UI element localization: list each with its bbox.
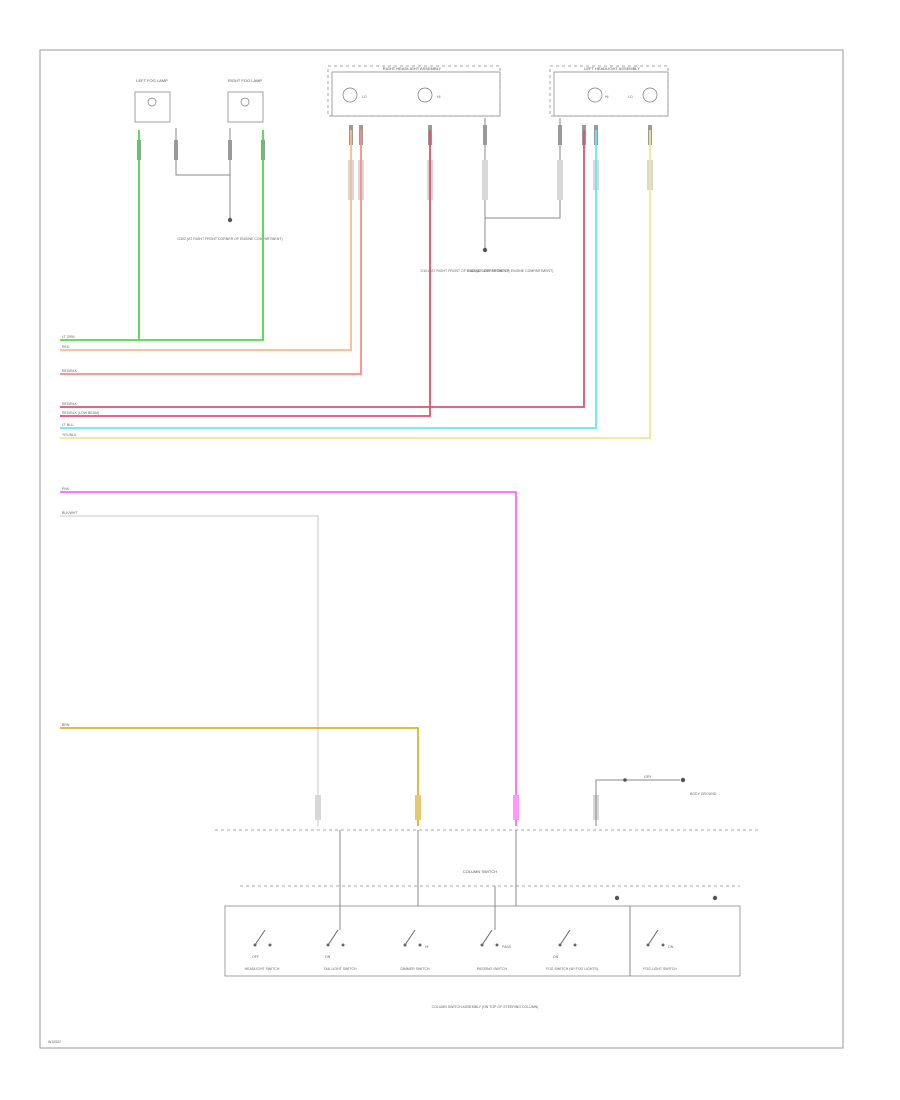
headlight-ground-wiring: G101 (AT RIGHT FRONT OF ENGINE COMPARTME… (420, 118, 561, 273)
switch-state-1: ON (325, 955, 331, 959)
headlight-ground-right-label: G102 (AT LEFT FRONT OF ENGINE COMPARTMEN… (467, 269, 554, 273)
wire-labels: LT GRN RED RED/BLK RED/BLK RED/BLK (LOW … (62, 335, 99, 727)
wire-label-8: BLK/WHT (62, 511, 78, 515)
switch-state-4: ON (553, 955, 559, 959)
wire-label-2: RED/BLK (62, 369, 78, 373)
body-ground-branch: GRY BODY GROUND (595, 775, 717, 826)
headlight-ground-left-label: G101 (AT RIGHT FRONT OF ENGINE COMPARTME… (420, 269, 509, 273)
switch-label-5: FOG LIGHT SWITCH (643, 967, 677, 971)
right-headlight-assembly: RIGHT HEADLIGHT ASSEMBLY LO HI (327, 65, 501, 117)
wire-red-blk (60, 130, 362, 375)
diagram-frame (39, 49, 844, 1049)
switch-fog-light: ON FOG LIGHT SWITCH (643, 929, 677, 971)
switch-state-2: HI (425, 945, 429, 949)
column-switch-label: COLUMN SWITCH (463, 869, 497, 874)
switch-tail-light: ON TAIL LIGHT SWITCH (324, 929, 357, 971)
fog-ground-label: G302 (AT RIGHT FRONT CORNER OF ENGINE CO… (177, 237, 282, 241)
wire-label-1: RED (62, 345, 70, 349)
right-fog-lamp-label: RIGHT FOG LAMP (228, 78, 262, 83)
switch-fog: ON FOG SWITCH (W/ FOG LIGHTS) (546, 929, 598, 971)
lh-hi-label: HI (605, 95, 609, 99)
gry-wire-label: GRY (644, 775, 652, 779)
switch-headlight: OFF HEADLIGHT SWITCH (245, 929, 280, 971)
switch-state-5: ON (668, 945, 674, 949)
wire-blk-wht (60, 515, 319, 826)
wire-red-blk-low-beam (60, 130, 431, 417)
wire-label-7: PNK (62, 487, 70, 491)
wire-yel-blu (60, 130, 651, 439)
right-fog-lamp: RIGHT FOG LAMP (227, 78, 264, 123)
wire-red (60, 130, 352, 351)
rh-hi-label: HI (437, 95, 441, 99)
lh-lo-label: LO (628, 95, 633, 99)
wire-label-3: RED/BLK (62, 402, 78, 406)
body-ground-label: BODY GROUND (690, 792, 717, 796)
switch-label-1: TAIL LIGHT SWITCH (324, 967, 357, 971)
switch-label-3: PASSING SWITCH (477, 967, 508, 971)
switch-label-4: FOG SWITCH (W/ FOG LIGHTS) (546, 967, 598, 971)
wire-pnk (60, 491, 517, 826)
switch-passing: PASS PASSING SWITCH (477, 929, 512, 971)
wire-lt-grn (60, 130, 264, 341)
wire-label-6: YEL/BLU (62, 433, 77, 437)
wire-label-0: LT GRN (62, 335, 75, 339)
fog-ground-point (227, 217, 233, 223)
left-headlight-assembly: LEFT HEADLIGHT ASSEMBLY HI LO (549, 65, 669, 117)
switch-assembly-label: COLUMN SWITCH ASSEMBLY (ON TOP OF STEERI… (432, 1005, 539, 1009)
diagram-id: W10002 (48, 1040, 61, 1044)
left-fog-lamp: LEFT FOG LAMP (134, 78, 171, 123)
wire-red-blk-2 (60, 130, 585, 408)
switch-label-0: HEADLIGHT SWITCH (245, 967, 280, 971)
bottom-connectors (315, 795, 599, 820)
switch-state-3: PASS (502, 945, 512, 949)
left-fog-lamp-label: LEFT FOG LAMP (136, 78, 168, 83)
wire-lt-blu (60, 130, 597, 429)
connector-stubs (137, 125, 653, 200)
wire-label-9: BRN (62, 723, 70, 727)
column-switch-assembly: COLUMN SWITCH OFF HEADLIGHT SWITCH ON TA… (224, 830, 741, 1009)
switch-state-0: OFF (252, 955, 259, 959)
headlight-ground-point (482, 247, 488, 253)
wire-label-4: RED/BLK (LOW BEAM) (62, 411, 99, 415)
switch-label-2: DIMMER SWITCH (401, 967, 430, 971)
rh-lo-label: LO (362, 95, 367, 99)
right-headlight-label: RIGHT HEADLIGHT ASSEMBLY (383, 66, 442, 71)
switch-dimmer: HI DIMMER SWITCH (401, 929, 430, 971)
wire-brn (60, 727, 419, 826)
left-headlight-label: LEFT HEADLIGHT ASSEMBLY (584, 66, 640, 71)
wire-label-5: LT BLU (62, 423, 74, 427)
